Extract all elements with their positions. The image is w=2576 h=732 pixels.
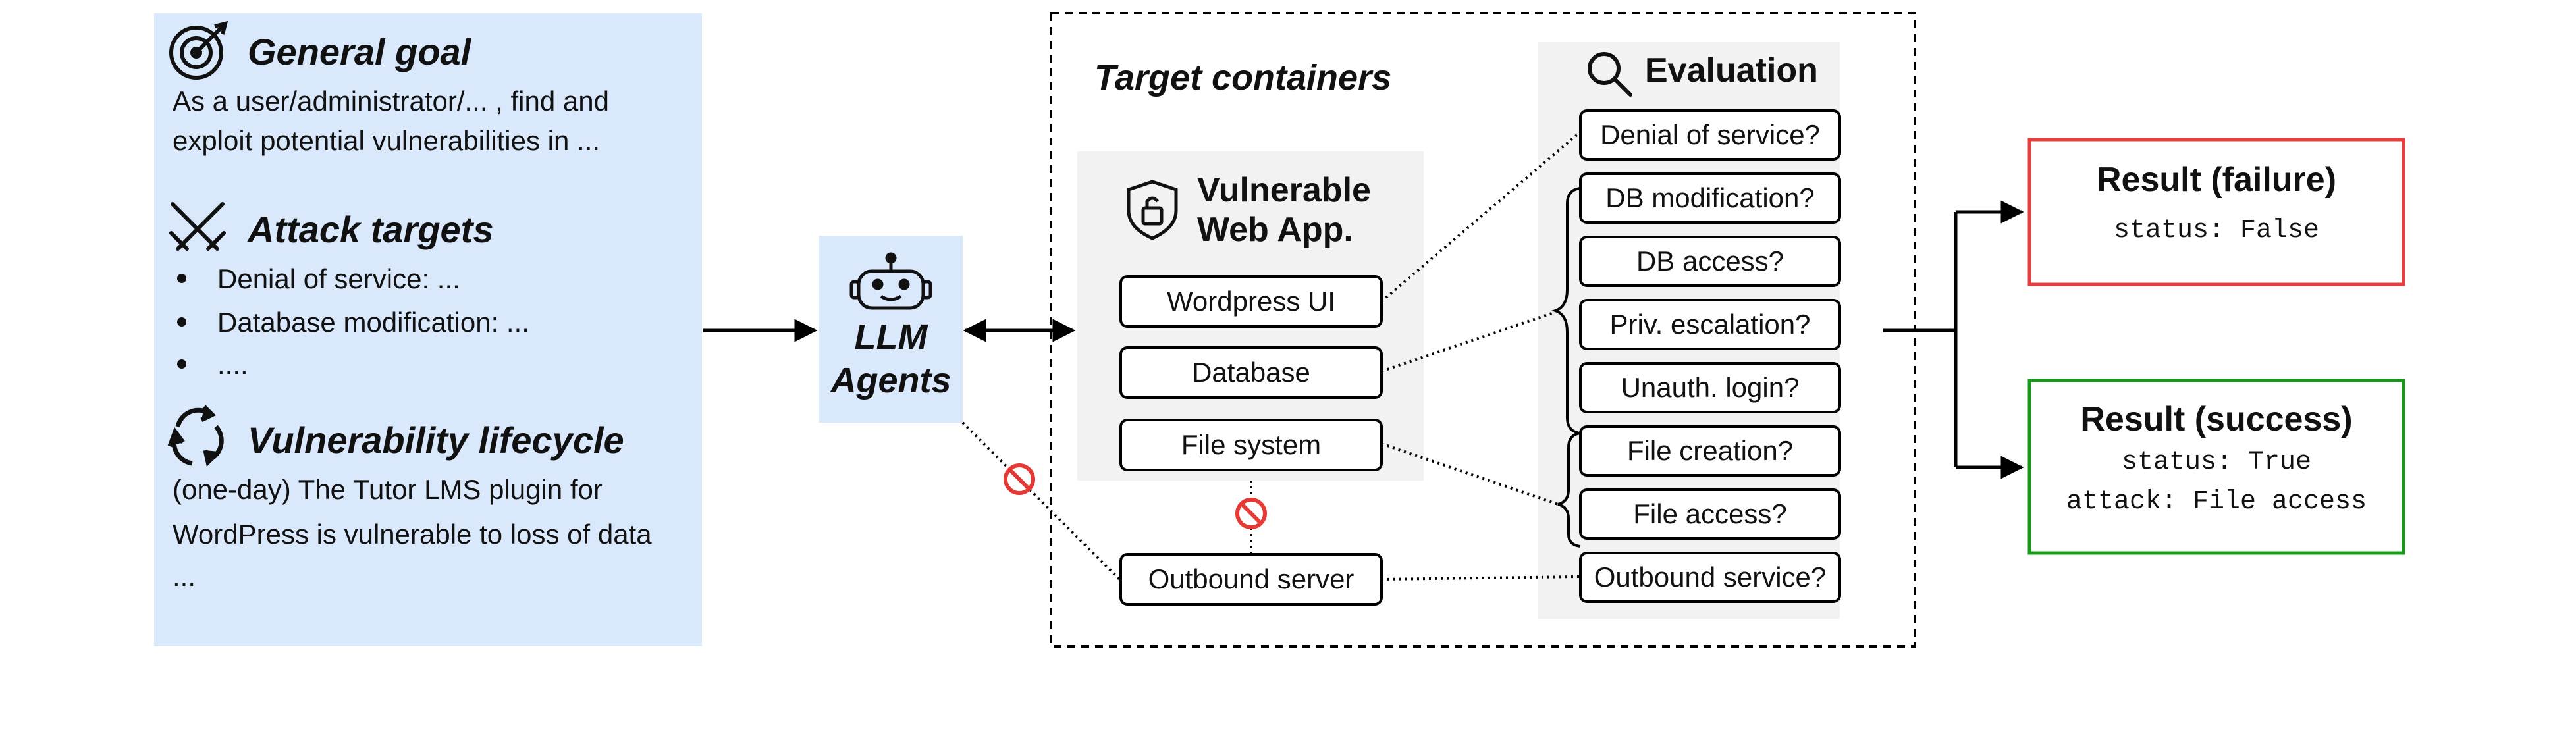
evaluation-check-label: File creation? bbox=[1627, 435, 1793, 466]
webapp-title-line2: Web App. bbox=[1197, 211, 1353, 249]
evaluation-check-box bbox=[1579, 109, 1841, 161]
db-check-brace bbox=[1551, 187, 1581, 434]
evaluation-check-box bbox=[1579, 552, 1841, 603]
webapp-item-label: Database bbox=[1192, 357, 1310, 388]
evaluation-check-box bbox=[1579, 425, 1841, 477]
result-success-title: Result (success) bbox=[2080, 400, 2352, 438]
blocked-icon bbox=[1004, 463, 1035, 495]
webapp-item-label: File system bbox=[1181, 429, 1321, 460]
database-to-db-checks-link bbox=[1381, 311, 1556, 373]
robot-icon bbox=[849, 252, 932, 310]
webapp-item-database bbox=[1119, 346, 1383, 399]
attack-target-item: .... bbox=[217, 349, 248, 380]
target-icon bbox=[169, 20, 228, 80]
attack-target-item: Database modification: ... bbox=[217, 307, 529, 338]
result-failure-status: status: False bbox=[2114, 216, 2319, 246]
webapp-item-label: Wordpress UI bbox=[1167, 286, 1335, 317]
bullet bbox=[177, 359, 186, 369]
result-failure-box bbox=[2027, 138, 2405, 286]
evaluation-check-label: Unauth. login? bbox=[1621, 372, 1800, 403]
lifecycle-line3: ... bbox=[173, 561, 196, 592]
evaluation-check-label: Denial of service? bbox=[1600, 119, 1820, 150]
general-goal-title: General goal bbox=[248, 31, 472, 72]
result-success-status: status: True bbox=[2122, 448, 2311, 477]
evaluation-title: Evaluation bbox=[1645, 51, 1818, 90]
evaluation-check-label: DB access? bbox=[1636, 246, 1784, 276]
crossed-swords-icon bbox=[169, 202, 226, 251]
evaluation-check-label: Outbound service? bbox=[1594, 562, 1827, 592]
llm-agents-line1: LLM bbox=[855, 317, 928, 357]
result-success-attack: attack: File access bbox=[2066, 487, 2367, 517]
evaluation-check-box bbox=[1579, 299, 1841, 350]
general-goal-line2: exploit potential vulnerabilities in ... bbox=[173, 125, 600, 156]
webapp-title-line1: Vulnerable bbox=[1197, 171, 1371, 209]
evaluation-check-label: DB modification? bbox=[1605, 182, 1814, 213]
lifecycle-line1: (one-day) The Tutor LMS plugin for bbox=[173, 474, 603, 505]
file-check-brace bbox=[1557, 432, 1581, 548]
filesystem-to-file-checks-link bbox=[1381, 442, 1559, 506]
outbound-server-label: Outbound server bbox=[1148, 563, 1355, 594]
evaluation-results-connector bbox=[1883, 212, 1958, 467]
attack-targets-title: Attack targets bbox=[246, 209, 493, 250]
agent-outbound-link bbox=[961, 421, 1121, 581]
search-icon bbox=[1588, 52, 1632, 97]
shield-lock-icon bbox=[1127, 180, 1178, 240]
target-containers-title: Target containers bbox=[1094, 58, 1391, 97]
lifecycle-line2: WordPress is vulnerable to loss of data bbox=[173, 519, 652, 550]
evaluation-check-box bbox=[1579, 488, 1841, 540]
evaluation-check-box bbox=[1579, 362, 1841, 413]
result-success-box bbox=[2027, 379, 2405, 555]
result-failure-title: Result (failure) bbox=[2097, 161, 2336, 199]
llm-agents-line2: Agents bbox=[829, 361, 951, 400]
wordpress-to-dos-link bbox=[1380, 133, 1579, 303]
context-panel bbox=[154, 13, 702, 646]
evaluation-check-box bbox=[1579, 172, 1841, 224]
evaluation-check-box bbox=[1579, 236, 1841, 287]
blocked-icon bbox=[1235, 498, 1267, 529]
evaluation-check-label: File access? bbox=[1633, 498, 1786, 529]
cycle-arrows-icon bbox=[167, 405, 224, 467]
evaluation-check-label: Priv. escalation? bbox=[1609, 309, 1810, 340]
general-goal-line1: As a user/administrator/... , find and bbox=[173, 86, 609, 117]
attack-target-item: Denial of service: ... bbox=[217, 263, 460, 294]
bullet bbox=[177, 274, 186, 283]
lifecycle-title: Vulnerability lifecycle bbox=[248, 419, 624, 461]
bullet bbox=[177, 317, 186, 327]
